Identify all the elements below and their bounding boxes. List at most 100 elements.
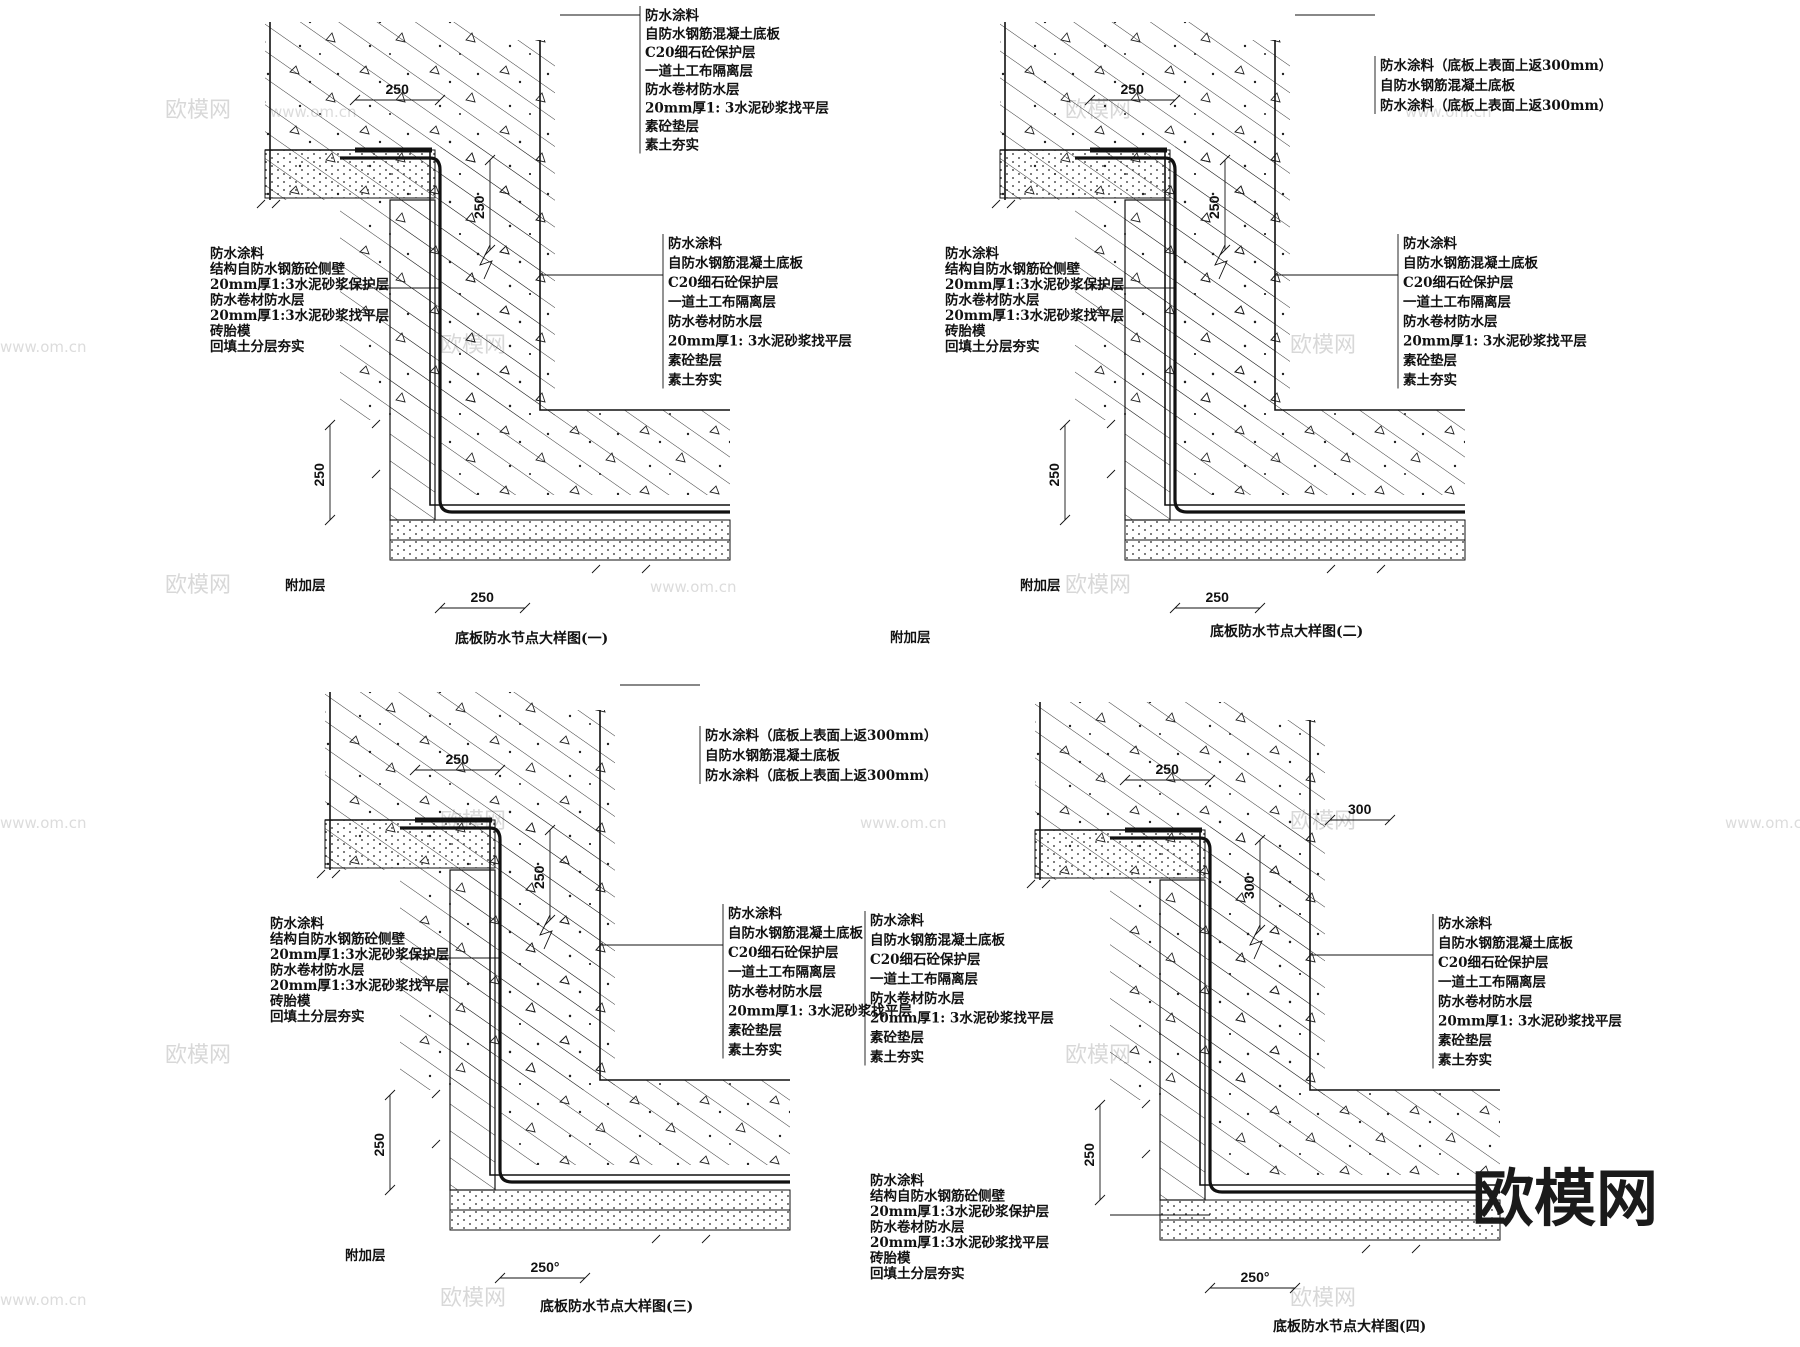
- floor-layer-label: 自防水钢筋混凝土底板: [728, 925, 863, 942]
- upper-left-layer-label: 20mm厚1: 3水泥砂浆找平层: [870, 1010, 1054, 1027]
- floor-layer-label: 一道土工布隔离层: [668, 294, 776, 311]
- watermark-url: www.om.cn: [0, 814, 87, 832]
- dimension-tick: [1059, 514, 1071, 526]
- dimension-tick: [1324, 814, 1336, 826]
- top-layer-label: 防水涂料: [645, 7, 699, 24]
- structure-outline: [265, 149, 730, 506]
- floor-layer-label: 防水涂料: [668, 235, 722, 252]
- brick-mould-wall: [449, 869, 496, 1191]
- floor-layer-label: 防水涂料: [1403, 235, 1457, 252]
- top-layer-label: 防水卷材防水层: [645, 81, 740, 98]
- top-layer-label: 防水涂料（底板上表面上返300mm）: [705, 727, 937, 744]
- earth-hatch-marks: [991, 199, 1386, 574]
- floor-layer-label: 素土夯实: [1403, 372, 1457, 389]
- dimension-label: 250: [1206, 195, 1222, 219]
- upper-left-layer-label: 自防水钢筋混凝土底板: [870, 932, 1005, 949]
- dimension-tick: [1254, 602, 1266, 614]
- floor-layer-label: 自防水钢筋混凝土底板: [1438, 935, 1573, 952]
- dimension-label: 250: [1121, 81, 1145, 97]
- dimension-tick: [1094, 1194, 1106, 1206]
- wall-layer-label: 砖胎模: [210, 323, 251, 340]
- waterproof-membrane: [340, 156, 730, 514]
- detail-4: 250300250250°300防水涂料自防水钢筋混凝土底板C20细石砼保护层一…: [864, 629, 1622, 1335]
- floor-layer-label: 素砼垫层: [1403, 352, 1457, 369]
- pit-concrete: [1210, 820, 1500, 1175]
- pit-concrete: [1175, 140, 1465, 495]
- dimension-label: 250: [446, 751, 470, 767]
- top-layer-label: 素砼垫层: [645, 118, 699, 135]
- wall-layer-label: 防水涂料: [870, 1172, 924, 1189]
- dimension-tick: [1169, 602, 1181, 614]
- upper-left-layer-label: C20细石砼保护层: [870, 951, 981, 968]
- dimension-tick: [1204, 1282, 1216, 1294]
- detail-1: 250250250250防水涂料自防水钢筋混凝土底板C20细石砼保护层一道土工布…: [210, 6, 852, 647]
- floor-layer-label: 素土夯实: [728, 1042, 782, 1059]
- pit-concrete: [440, 140, 730, 495]
- watermark-brand: 欧模网: [1290, 333, 1356, 358]
- wall-layer-label: 20mm厚1:3水泥砂浆找平层: [870, 1234, 1049, 1251]
- wall-layer-label: 防水卷材防水层: [870, 1219, 965, 1236]
- watermark-url: www.om.cn: [1405, 103, 1492, 121]
- top-layer-label: 20mm厚1: 3水泥砂浆找平层: [645, 100, 829, 117]
- watermark-url: www.om.cn: [0, 1291, 87, 1309]
- floor-layer-label: 防水涂料: [1438, 915, 1492, 932]
- wall-layer-label: 回填土分层夯实: [945, 338, 1040, 355]
- floor-layer-label: 20mm厚1: 3水泥砂浆找平层: [668, 333, 852, 350]
- dimension-tick: [409, 764, 421, 776]
- top-layer-label: 防水涂料（底板上表面上返300mm）: [705, 767, 937, 784]
- dimension-label: 300: [1241, 875, 1257, 899]
- dimension-tick: [1254, 924, 1266, 936]
- dimension-tick: [324, 514, 336, 526]
- top-layer-label: 防水涂料（底板上表面上返300mm）: [1380, 97, 1612, 114]
- floor-layer-label: 防水卷材防水层: [1438, 993, 1533, 1010]
- dimension-tick: [1204, 774, 1216, 786]
- upper-left-layer-label: 一道土工布隔离层: [870, 971, 978, 988]
- floor-layer-label: 防水卷材防水层: [1403, 313, 1498, 330]
- floor-layer-label: 自防水钢筋混凝土底板: [1403, 255, 1538, 272]
- dimension-label: 250: [371, 1133, 387, 1157]
- dimension-tick: [494, 764, 506, 776]
- structure-outline: [1035, 829, 1500, 1186]
- wall-layer-label: 结构自防水钢筋砼侧壁: [210, 261, 345, 278]
- top-layer-label: 自防水钢筋混凝土底板: [1380, 77, 1515, 94]
- dimension-tick: [1084, 94, 1096, 106]
- dimension-tick: [1219, 244, 1231, 256]
- wall-layer-label: 20mm厚1:3水泥砂浆找平层: [270, 977, 449, 994]
- floor-layer-label: 一道土工布隔离层: [728, 964, 836, 981]
- upper-left-layer-label: 素砼垫层: [870, 1029, 924, 1046]
- wall-layer-label: 防水涂料: [945, 245, 999, 262]
- floor-layer-label: 素砼垫层: [668, 352, 722, 369]
- dimension-tick: [434, 94, 446, 106]
- detail-title: 底板防水节点大样图(二): [1210, 623, 1363, 640]
- watermark-url: www.om.cn: [650, 578, 737, 596]
- wall-layer-label: 防水卷材防水层: [270, 962, 365, 979]
- detail-drawings: 250250250250防水涂料自防水钢筋混凝土底板C20细石砼保护层一道土工布…: [210, 6, 1622, 1335]
- pit-concrete: [500, 810, 790, 1165]
- dimension-label: 250: [1081, 1143, 1097, 1167]
- floor-layer-label: 防水卷材防水层: [668, 313, 763, 330]
- waterproof-membrane: [1110, 836, 1500, 1194]
- floor-layer-label: 防水涂料: [728, 905, 782, 922]
- pit-inner-outline: [1309, 720, 1500, 1091]
- brick-mould-wall: [1159, 879, 1206, 1201]
- brick-mould-wall: [389, 199, 436, 521]
- wall-layer-label: 20mm厚1:3水泥砂浆找平层: [945, 307, 1124, 324]
- watermark-url: www.om.cn: [1725, 814, 1800, 832]
- wall-layer-label: 回填土分层夯实: [270, 1008, 365, 1025]
- watermark-url: www.om.cn: [860, 814, 947, 832]
- floor-layer-label: 素土夯实: [1438, 1052, 1492, 1069]
- watermark-brand: 欧模网: [165, 98, 231, 123]
- dimension-tick: [1169, 94, 1181, 106]
- dimension-label: 250: [1046, 463, 1062, 487]
- top-layer-label: 自防水钢筋混凝土底板: [645, 26, 780, 43]
- wall-layer-label: 砖胎模: [870, 1250, 911, 1267]
- floor-layer-label: 素砼垫层: [1438, 1032, 1492, 1049]
- dimension-label: 250: [1206, 589, 1230, 605]
- floor-layer-label: C20细石砼保护层: [1403, 274, 1514, 291]
- waterproof-membrane: [400, 826, 790, 1184]
- upper-left-layer-label: 防水涂料: [870, 912, 924, 929]
- dimension-label: 250: [471, 589, 495, 605]
- top-layer-label: 素土夯实: [645, 137, 699, 154]
- floor-layer-label: 自防水钢筋混凝土底板: [668, 255, 803, 272]
